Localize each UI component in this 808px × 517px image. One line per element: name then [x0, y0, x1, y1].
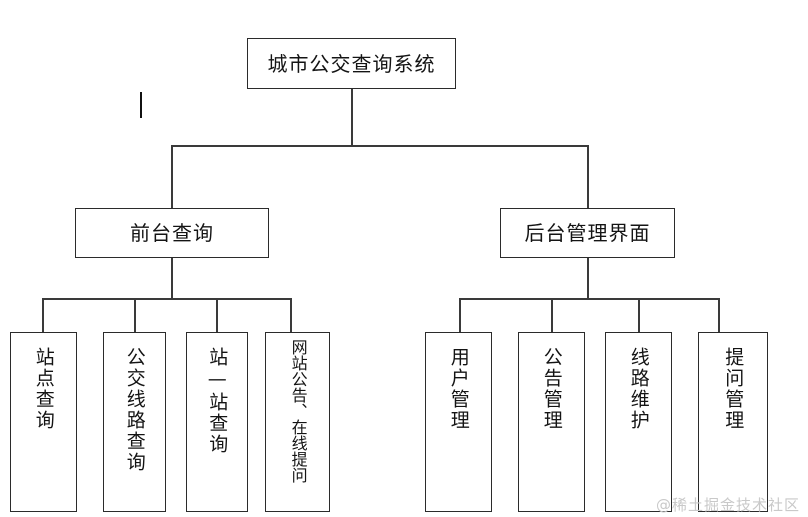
- node-leaf-route-maintenance-label: 线路维护: [627, 347, 650, 431]
- node-leaf-station-to-station-query-label: 站—站查询: [206, 347, 229, 455]
- node-leaf-station-query-label: 站点查询: [32, 347, 55, 431]
- node-leaf-question-management-label: 提问管理: [722, 347, 745, 431]
- node-leaf-station-to-station-query[interactable]: 站—站查询: [186, 332, 248, 512]
- node-leaf-user-management-label: 用户管理: [447, 347, 470, 431]
- connector-left-leaf-drop-3: [216, 298, 218, 332]
- watermark: @稀土掘金技术社区: [655, 496, 800, 514]
- connector-left-leaf-bus: [42, 298, 291, 300]
- connector-level2-bus: [171, 145, 588, 147]
- node-branch-frontend[interactable]: 前台查询: [75, 208, 269, 258]
- node-leaf-station-query[interactable]: 站点查询: [10, 332, 77, 512]
- node-root-label: 城市公交查询系统: [267, 51, 436, 76]
- connector-right-leaf-drop-2: [551, 298, 553, 332]
- connector-drop-left-branch: [171, 145, 173, 208]
- connector-left-branch-stem: [171, 258, 173, 299]
- connector-right-leaf-drop-3: [638, 298, 640, 332]
- connector-right-leaf-drop-4: [718, 298, 720, 332]
- connector-right-leaf-drop-1: [459, 298, 461, 332]
- node-leaf-user-management[interactable]: 用户管理: [425, 332, 492, 512]
- connector-left-leaf-drop-1: [42, 298, 44, 332]
- node-branch-frontend-label: 前台查询: [130, 221, 214, 245]
- node-leaf-notice-management[interactable]: 公告管理: [518, 332, 585, 512]
- node-leaf-notice-management-label: 公告管理: [540, 347, 563, 431]
- stray-tick-mark: [140, 92, 143, 118]
- node-leaf-bus-line-query[interactable]: 公交线路查询: [103, 332, 166, 512]
- node-branch-backend-label: 后台管理界面: [524, 221, 651, 245]
- connector-right-branch-stem: [587, 258, 589, 299]
- node-leaf-route-maintenance[interactable]: 线路维护: [605, 332, 672, 512]
- node-root[interactable]: 城市公交查询系统: [247, 38, 456, 89]
- node-leaf-question-management[interactable]: 提问管理: [698, 332, 768, 512]
- node-leaf-bus-line-query-label: 公交线路查询: [123, 347, 146, 473]
- connector-right-leaf-bus: [459, 298, 719, 300]
- connector-left-leaf-drop-4: [290, 298, 292, 332]
- connector-drop-right-branch: [587, 145, 589, 208]
- connector-root-stem: [351, 89, 353, 146]
- node-branch-backend[interactable]: 后台管理界面: [500, 208, 675, 258]
- connector-left-leaf-drop-2: [134, 298, 136, 332]
- node-leaf-notice-and-question[interactable]: 网站公告、在线提问: [265, 332, 330, 512]
- node-leaf-notice-and-question-label: 网站公告、在线提问: [288, 339, 308, 483]
